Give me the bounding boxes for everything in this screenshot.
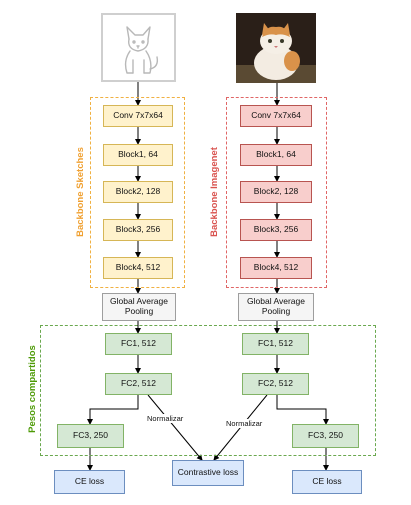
shared-weights-label: Pesos compartidos xyxy=(27,345,38,433)
sketch-pooling-layer: Global Average Pooling xyxy=(102,293,176,321)
imagenet-block2-layer: Block2, 128 xyxy=(240,181,312,203)
imagenet-conv-layer: Conv 7x7x64 xyxy=(240,105,312,127)
imagenet-block1-layer: Block1, 64 xyxy=(240,144,312,166)
backbone-imagenet-label: Backbone Imagenet xyxy=(209,147,220,237)
ce-loss-right: CE loss xyxy=(292,470,362,494)
imagenet-pooling-layer: Global Average Pooling xyxy=(238,293,314,321)
imagenet-block4-layer: Block4, 512 xyxy=(240,257,312,279)
right-fc1-layer: FC1, 512 xyxy=(242,333,309,355)
cat-sketch-icon xyxy=(101,13,176,82)
imagenet-block3-layer: Block3, 256 xyxy=(240,219,312,241)
left-fc2-layer: FC2, 512 xyxy=(105,373,172,395)
backbone-imagenet-group xyxy=(226,97,327,288)
normalize-left-label: Normalizar xyxy=(146,414,185,423)
sketch-block1-layer: Block1, 64 xyxy=(103,144,173,166)
sketch-conv-layer: Conv 7x7x64 xyxy=(103,105,173,127)
backbone-sketches-group xyxy=(90,97,185,288)
backbone-sketches-label: Backbone Sketches xyxy=(75,147,86,237)
sketch-block3-layer: Block3, 256 xyxy=(103,219,173,241)
sketch-block2-layer: Block2, 128 xyxy=(103,181,173,203)
left-fc1-layer: FC1, 512 xyxy=(105,333,172,355)
contrastive-loss: Contrastive loss xyxy=(172,460,244,486)
sketch-block4-layer: Block4, 512 xyxy=(103,257,173,279)
cat-photo-icon xyxy=(236,13,316,83)
ce-loss-left: CE loss xyxy=(54,470,125,494)
right-fc2-layer: FC2, 512 xyxy=(242,373,309,395)
shared-weights-group xyxy=(40,325,376,456)
normalize-right-label: Normalizar xyxy=(225,419,264,428)
left-fc3-layer: FC3, 250 xyxy=(57,424,124,448)
right-fc3-layer: FC3, 250 xyxy=(292,424,359,448)
